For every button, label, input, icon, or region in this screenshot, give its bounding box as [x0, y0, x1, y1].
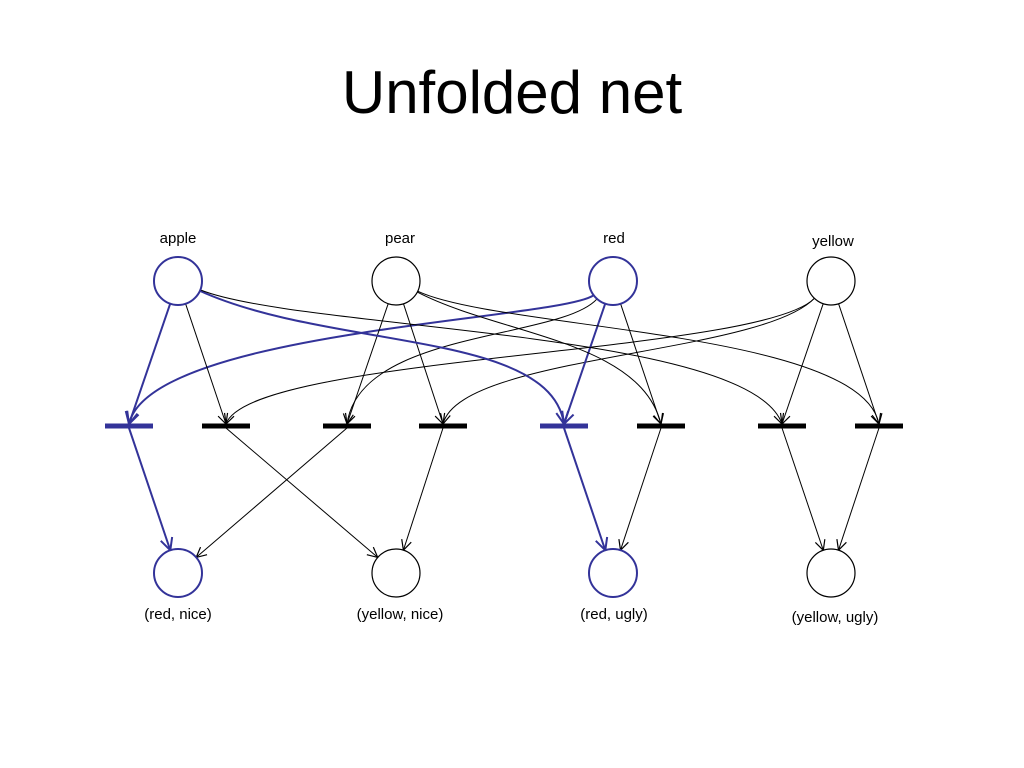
arc-yellow-to-t7	[782, 303, 824, 424]
place-label-red_ugly: (red, ugly)	[580, 606, 648, 623]
arc-t8-to-yellow_ugly	[839, 427, 880, 550]
place-label-yellow: yellow	[812, 233, 854, 250]
arcs	[128, 289, 880, 558]
transition-t1	[105, 423, 153, 429]
place-label-yellow_nice: (yellow, nice)	[357, 606, 444, 623]
arc-yellow-to-t2	[226, 297, 815, 424]
arc-red-to-t3	[347, 298, 598, 424]
slide-title: Unfolded net	[341, 59, 683, 126]
arc-t5-to-red_ugly	[563, 427, 605, 550]
place-apple	[153, 256, 203, 306]
arc-yellow-to-t4	[443, 297, 815, 424]
arc-t3-to-red_nice	[196, 427, 348, 557]
transition-t7	[758, 423, 806, 429]
place-label-red_nice: (red, nice)	[144, 606, 212, 623]
place-red_nice	[153, 548, 203, 598]
arc-apple-to-t5	[199, 289, 564, 424]
arc-apple-to-t7	[200, 289, 782, 424]
arc-t7-to-yellow_ugly	[781, 427, 823, 550]
arc-pear-to-t8	[417, 290, 879, 424]
arc-yellow-to-t8	[838, 303, 879, 424]
arc-apple-to-t2	[185, 303, 226, 424]
place-label-apple: apple	[160, 230, 197, 247]
transition-t2	[202, 423, 250, 429]
arc-pear-to-t3	[347, 303, 389, 424]
place-yellow	[806, 256, 856, 306]
transition-t4	[419, 423, 467, 429]
transition-t6	[637, 423, 685, 429]
place-yellow_ugly	[806, 548, 856, 598]
arc-t6-to-red_ugly	[621, 427, 662, 550]
transition-t8	[855, 423, 903, 429]
arc-pear-to-t6	[417, 291, 661, 424]
arc-red-to-t1	[129, 294, 595, 424]
transitions	[105, 423, 903, 429]
arc-t4-to-yellow_nice	[403, 427, 444, 550]
arc-t2-to-yellow_nice	[225, 427, 378, 557]
place-red_ugly	[588, 548, 638, 598]
place-pear	[371, 256, 421, 306]
arc-red-to-t6	[620, 303, 661, 424]
place-label-red: red	[603, 230, 625, 247]
transition-t5	[540, 423, 588, 429]
arc-apple-to-t1	[129, 303, 172, 424]
transition-t3	[323, 423, 371, 429]
place-label-yellow_ugly: (yellow, ugly)	[792, 609, 879, 626]
places: apple pear red yellow (red, nice) (yellow, ni…	[144, 230, 878, 626]
arc-t1-to-red_nice	[128, 427, 170, 550]
arc-red-to-t5	[564, 303, 607, 424]
place-yellow_nice	[371, 548, 421, 598]
place-label-pear: pear	[385, 230, 415, 247]
place-red	[588, 256, 638, 306]
